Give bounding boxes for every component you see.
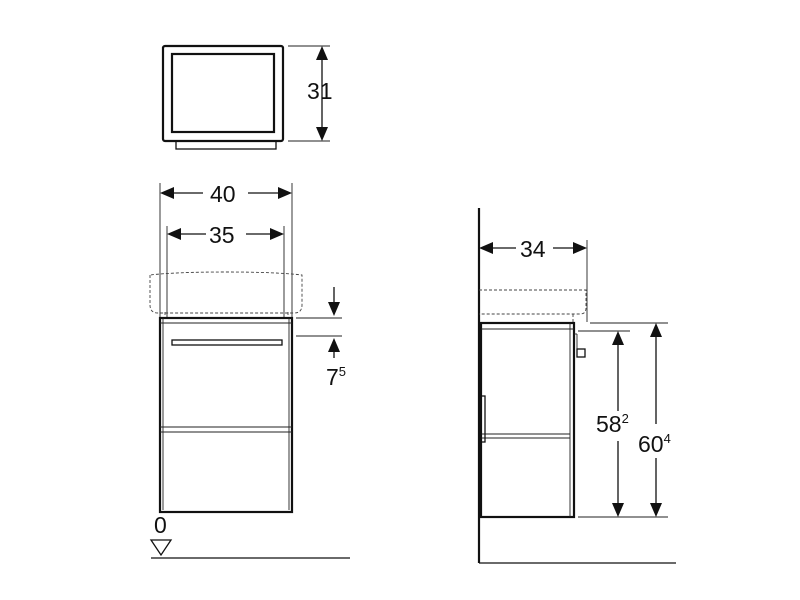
drop-label: 75 [326,364,346,390]
arrow-left [167,228,181,240]
arrow-up [612,331,624,345]
side-hinge [480,395,486,443]
outer-height-label: 604 [638,431,671,457]
arrow-up [650,323,662,337]
arrow-left [160,187,174,199]
arrow-down [316,127,328,141]
top-view-base [175,140,277,150]
outer-height-main: 60 [638,431,664,457]
drop-sup: 5 [339,364,346,379]
cabinet-side [479,321,576,519]
arrow-right [270,228,284,240]
arrow-down [612,503,624,517]
arrow-up [316,46,328,60]
top-depth-label: 31 [307,78,333,104]
arrow-left [479,242,493,254]
arrow-down [650,503,662,517]
inner-height-label: 582 [596,411,629,437]
top-view-basin [170,52,276,134]
drop-main: 7 [326,364,339,390]
arrow-up [328,338,340,352]
cabinet-handle [171,339,283,346]
floor-level-label: 0 [154,512,167,538]
inner-width-label: 35 [209,222,235,248]
side-basin-dashed [479,289,587,315]
side-depth-label: 34 [520,236,546,262]
arrow-right [278,187,292,199]
top-view-outline [161,44,285,143]
cabinet-front [158,316,294,514]
inner-height-sup: 2 [622,411,629,426]
side-handle [576,348,586,358]
top-view: 31 [161,44,333,150]
outer-height-sup: 4 [664,431,671,446]
front-view: 40 35 75 0 [149,181,350,559]
level-marker-icon [149,539,173,557]
arrow-down [328,302,340,316]
basin-outline-dashed [149,271,303,314]
inner-height-main: 58 [596,411,622,437]
arrow-right [573,242,587,254]
outer-width-label: 40 [210,181,236,207]
side-view: 34 582 604 [477,208,676,564]
